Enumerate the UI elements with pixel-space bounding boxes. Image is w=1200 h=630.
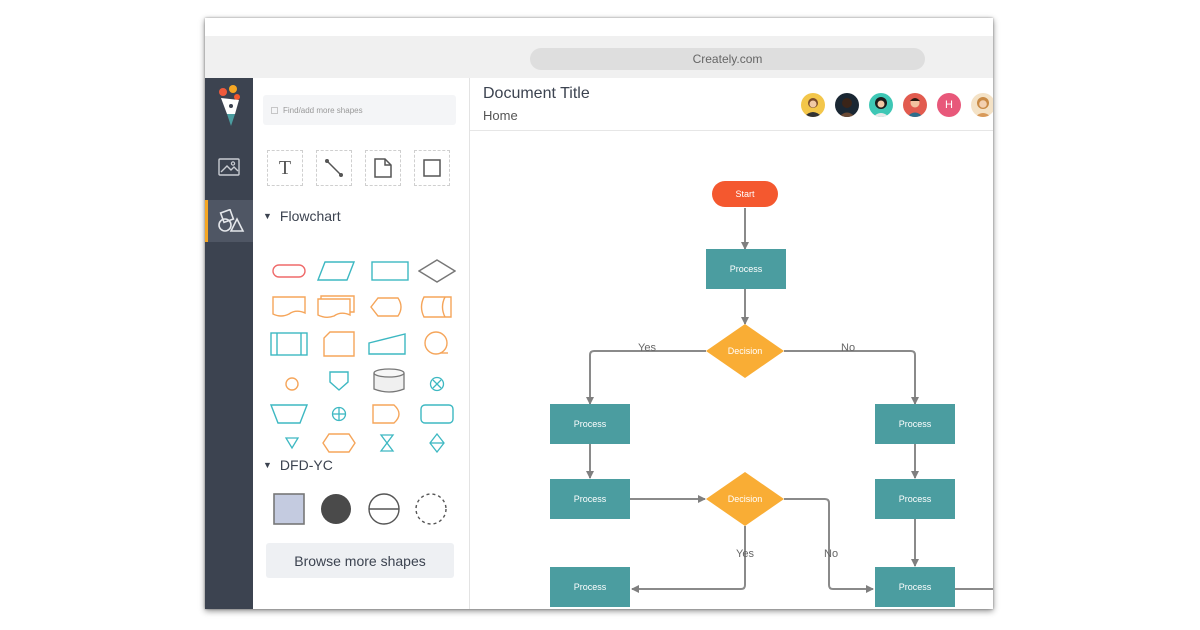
flowchart-section-title: Flowchart: [279, 208, 341, 224]
display-shape[interactable]: [367, 294, 407, 320]
text-tool-glyph: T: [278, 156, 292, 179]
decision-shape[interactable]: [417, 258, 457, 284]
delay-shape[interactable]: [368, 401, 408, 427]
merge-shape[interactable]: [272, 430, 312, 456]
flow-no-label: No: [841, 342, 856, 354]
connector-icon: [325, 159, 343, 177]
dfd-section-toggle[interactable]: ▼ DFD-YC: [263, 457, 333, 473]
collaborator-avatar[interactable]: [869, 93, 893, 117]
flow-process-node[interactable]: Process: [550, 404, 630, 444]
collaborator-avatar[interactable]: [971, 93, 993, 117]
flowchart-section-toggle[interactable]: ▼ Flowchart: [263, 208, 341, 224]
flow-no-label: No: [824, 548, 839, 560]
sort-shape[interactable]: [417, 430, 457, 456]
flow-start-node[interactable]: Start: [712, 181, 778, 207]
document-header: Document Title Home H: [470, 78, 993, 131]
flow-yes-label: Yes: [736, 548, 754, 560]
predefined-process-shape[interactable]: [269, 331, 309, 357]
data-shape[interactable]: [316, 258, 356, 284]
flow-decision-label: Decision: [727, 494, 763, 504]
flow-process-node[interactable]: Process: [550, 567, 630, 607]
flowchart-connectors: [586, 208, 993, 593]
note-tool[interactable]: [365, 150, 401, 186]
multi-document-shape[interactable]: [316, 294, 356, 320]
shapes-icon: [217, 209, 244, 232]
search-icon: [271, 106, 278, 114]
dfd-process-shape[interactable]: [316, 492, 356, 526]
terminator-shape[interactable]: [269, 258, 309, 284]
off-page-reference-shape[interactable]: [319, 368, 359, 394]
flow-process-node[interactable]: Process: [550, 479, 630, 519]
url-bar[interactable]: Creately.com: [530, 48, 925, 70]
shapes-library-button[interactable]: [205, 200, 253, 242]
collaborator-avatar-initial[interactable]: H: [937, 93, 961, 117]
connector-tool[interactable]: [316, 150, 352, 186]
off-page-connector-shape[interactable]: [416, 331, 456, 357]
manual-operation-shape[interactable]: [269, 401, 309, 427]
collate-shape[interactable]: [367, 430, 407, 456]
document-title[interactable]: Document Title: [483, 85, 590, 102]
manual-input-shape[interactable]: [367, 331, 407, 357]
stored-data-shape[interactable]: [415, 294, 455, 320]
browser-bar: Creately.com: [205, 18, 993, 78]
database-shape[interactable]: [369, 368, 409, 394]
text-tool[interactable]: T: [267, 150, 303, 186]
flow-process-node[interactable]: Process: [875, 567, 955, 607]
dfd-data-store-shape[interactable]: [364, 492, 404, 526]
flow-process-node[interactable]: Process: [875, 404, 955, 444]
browse-more-shapes-button[interactable]: Browse more shapes: [266, 543, 454, 578]
rectangle-tool[interactable]: [414, 150, 450, 186]
search-input[interactable]: [281, 104, 445, 116]
shape-search[interactable]: [263, 95, 456, 125]
left-rail: [205, 78, 253, 609]
shapes-panel: T ▼ Flowchart: [253, 78, 470, 609]
preparation-shape[interactable]: [319, 430, 359, 456]
breadcrumb[interactable]: Home: [483, 108, 518, 123]
creately-logo[interactable]: [213, 82, 245, 130]
flow-decision-node[interactable]: Decision: [706, 472, 784, 526]
flow-decision-node[interactable]: Decision: [706, 324, 784, 378]
collaborator-avatar[interactable]: [903, 93, 927, 117]
process-shape[interactable]: [370, 258, 410, 284]
dfd-section-title: DFD-YC: [279, 457, 333, 473]
flow-process-node[interactable]: Process: [875, 479, 955, 519]
flow-yes-label: Yes: [638, 342, 656, 354]
flow-decision-label: Decision: [727, 346, 763, 356]
collaborator-avatar[interactable]: [801, 93, 825, 117]
image-icon: [218, 158, 240, 176]
collaborator-avatar[interactable]: [835, 93, 859, 117]
image-library-button[interactable]: [205, 146, 253, 188]
alternate-process-shape[interactable]: [417, 401, 457, 427]
chevron-down-icon: ▼: [263, 211, 272, 221]
document-shape[interactable]: [269, 294, 309, 320]
document-icon: [374, 158, 392, 178]
dfd-external-entity-shape[interactable]: [269, 492, 309, 526]
summing-junction-shape[interactable]: [417, 371, 457, 397]
connector-circle-shape[interactable]: [272, 371, 312, 397]
app-window: Creately.com: [205, 18, 993, 609]
flow-process-node[interactable]: Process: [706, 249, 786, 289]
chevron-down-icon: ▼: [263, 460, 272, 470]
or-shape[interactable]: [319, 401, 359, 427]
diagram-canvas[interactable]: Document Title Home H: [470, 78, 993, 609]
dfd-boundary-shape[interactable]: [411, 492, 451, 526]
card-shape[interactable]: [319, 331, 359, 357]
rectangle-icon: [423, 159, 441, 177]
